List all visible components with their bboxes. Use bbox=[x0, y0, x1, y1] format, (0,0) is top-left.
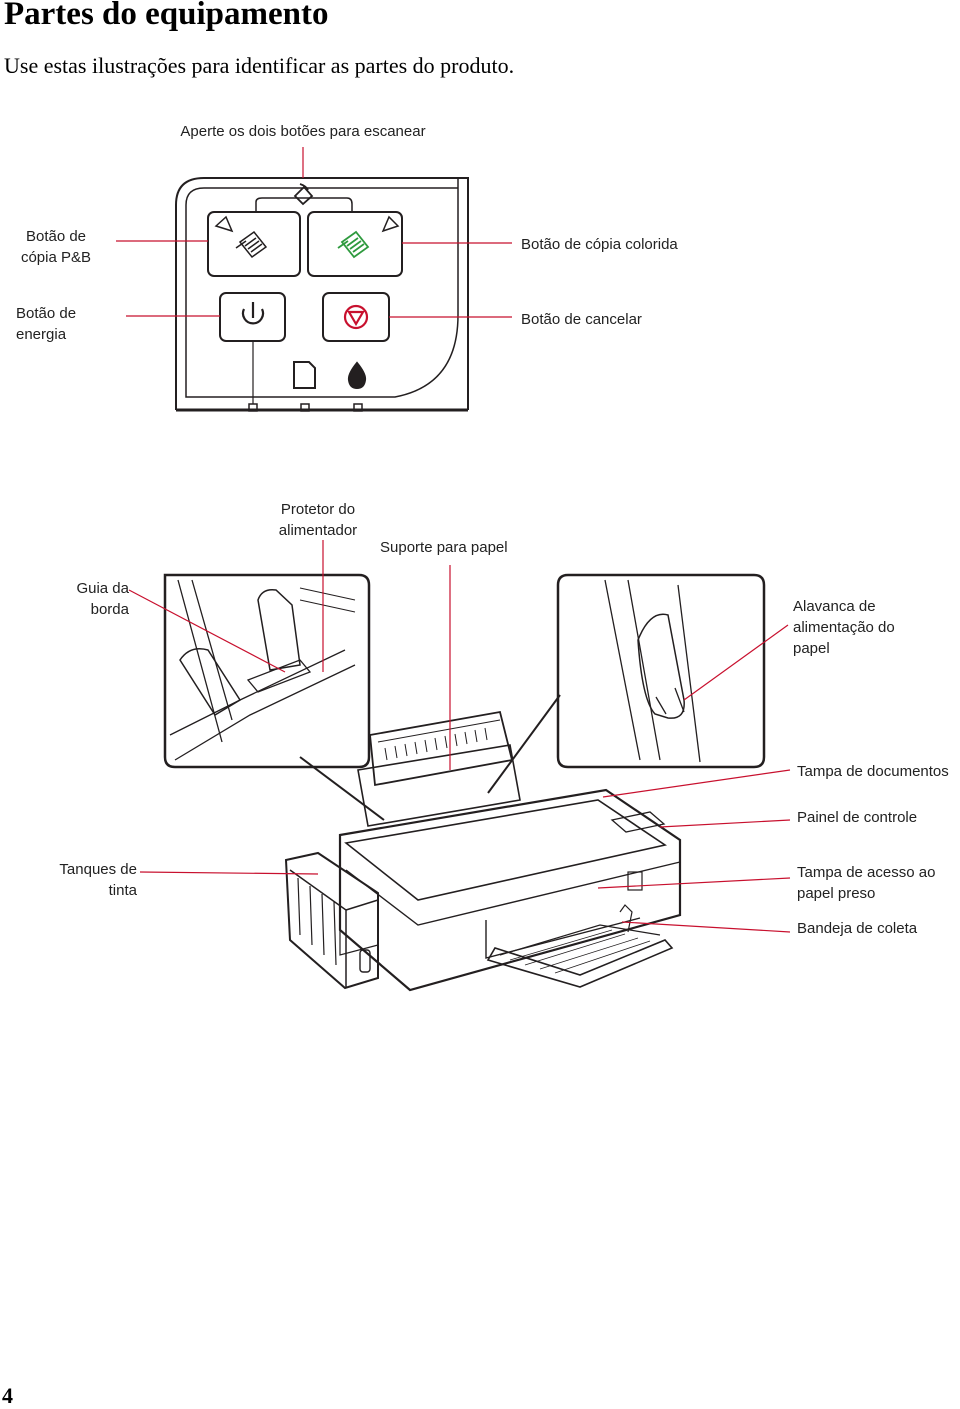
color-copy-icon bbox=[337, 230, 370, 259]
bw-copy-icon bbox=[235, 230, 268, 259]
label-document-cover: Tampa de documentos bbox=[797, 763, 949, 780]
inset-right bbox=[556, 573, 766, 769]
label-printer-control-panel: Painel de controle bbox=[797, 809, 918, 826]
ink-drop-icon bbox=[347, 361, 367, 390]
power-icon bbox=[241, 302, 265, 325]
label-edge-guide: Guia da borda bbox=[50, 578, 129, 620]
label-bw-copy-line2: cópia P&B bbox=[20, 249, 92, 266]
label-color-copy-button: Botão de cópia colorida bbox=[521, 236, 678, 253]
label-output-tray: Bandeja de coleta bbox=[797, 920, 918, 937]
label-jam-cover-line1: Tampa de acesso ao bbox=[797, 864, 936, 881]
label-scan-buttons: Aperte os dois botões para escanear bbox=[180, 123, 426, 140]
label-power-button: Botão de energia bbox=[16, 303, 76, 345]
label-bw-copy-line1: Botão de bbox=[25, 228, 87, 245]
printer-illustration bbox=[284, 710, 682, 992]
label-feeder-guard: Protetor do alimentador bbox=[262, 499, 374, 541]
inset-pointers bbox=[299, 694, 561, 821]
label-power-line1: Botão de bbox=[16, 305, 77, 322]
label-bw-copy-button: Botão de cópia P&B bbox=[10, 226, 102, 268]
control-panel-illustration bbox=[175, 177, 469, 412]
label-ink-tanks: Tanques de tinta bbox=[30, 859, 137, 901]
cancel-icon bbox=[343, 304, 369, 330]
paper-icon bbox=[293, 361, 316, 389]
label-cancel-button: Botão de cancelar bbox=[521, 311, 642, 328]
inset-left bbox=[163, 573, 371, 769]
scan-icon bbox=[293, 183, 314, 206]
label-feeder-guard-line1: Protetor do bbox=[280, 501, 356, 518]
label-edge-guide-line2: borda bbox=[90, 601, 129, 618]
label-power-line2: energia bbox=[16, 326, 67, 343]
page-number: 4 bbox=[2, 1383, 13, 1408]
label-paper-feed-lever: Alavanca de alimentação do papel bbox=[793, 596, 895, 659]
page-title: Partes do equipamento bbox=[4, 0, 329, 32]
label-ink-tanks-line2: tinta bbox=[108, 882, 137, 899]
label-paper-jam-cover: Tampa de acesso ao papel preso bbox=[797, 862, 935, 904]
label-paper-support: Suporte para papel bbox=[380, 539, 508, 556]
page-subtitle: Use estas ilustrações para identificar a… bbox=[4, 53, 515, 78]
label-feed-lever-line2: alimentação do bbox=[793, 619, 895, 636]
label-edge-guide-line1: Guia da bbox=[76, 580, 129, 597]
control-panel-leaders bbox=[116, 147, 512, 318]
label-feed-lever-line3: papel bbox=[793, 640, 830, 657]
printer-leaders bbox=[128, 540, 791, 933]
label-ink-tanks-line1: Tanques de bbox=[59, 861, 137, 878]
label-feeder-guard-line2: alimentador bbox=[278, 522, 358, 539]
label-feed-lever-line1: Alavanca de bbox=[793, 598, 876, 615]
label-jam-cover-line2: papel preso bbox=[797, 885, 876, 902]
